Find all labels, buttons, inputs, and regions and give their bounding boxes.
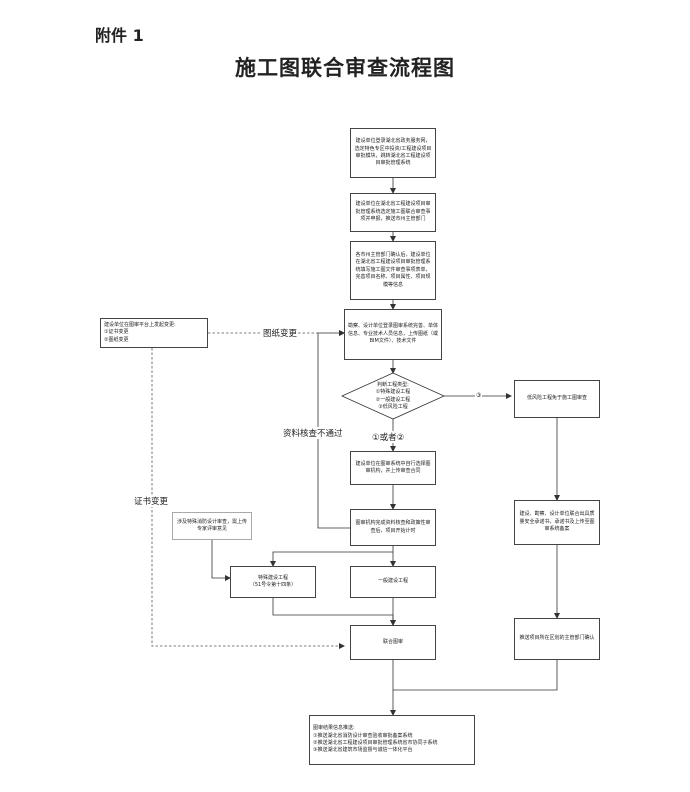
edge-expert-special xyxy=(211,540,231,581)
label-drawing-change: 图纸变更 xyxy=(262,327,299,339)
step-start-timing: 图审机构完成资料核查和政策性审查后，项目开始计时 xyxy=(350,509,436,546)
edge-special-joint xyxy=(272,598,396,626)
step-upload-drawings: 勘察、设计单位登录图审系统完善、单体信息、专业技术人员信息，上传图纸（或BIM文… xyxy=(344,309,442,360)
node-change-request: 建设单位在图审平台上发起变更: ①证书变更 ②图纸变更 xyxy=(100,318,208,348)
node-special-project: 特殊建设工程 （51号令第十四条） xyxy=(230,566,316,598)
step-fill-form: 各市州主管部门确认后，建设单位在湖北省工程建设项目审批管理系统填写施工图文件审查… xyxy=(350,241,436,300)
step-select-agency: 建设单位在图审系统中自行选择图审机构，并上传审查合同 xyxy=(350,451,436,485)
label-three: ③ xyxy=(475,392,483,399)
decision-diamond xyxy=(341,372,445,420)
node-joint-review: 联合图审 xyxy=(350,625,436,660)
annex-label: 附件 1 xyxy=(95,26,144,45)
label-cert-change: 证书变更 xyxy=(133,495,170,507)
edge-n6-special xyxy=(270,546,394,567)
edge-cert-change xyxy=(151,348,345,649)
node-result-push: 图审结果信息推送: ①推送湖北省消防设计审查验收审批备案系统 ②推送湖北省工程建… xyxy=(309,715,475,765)
step-login-portal: 建设单位登录湖北省政务服务网，选定特色专区中投资/工程建设项目审批模块，跳转湖北… xyxy=(350,128,436,178)
node-low-risk-confirm: 推送项目所在区划的主管部门确认 xyxy=(514,618,600,660)
decision-text: 判断工程类型: ①特殊建设工程 ②一般建设工程 ③低风险工程 xyxy=(375,382,411,411)
page-title: 施工图联合审查流程图 xyxy=(235,55,455,80)
step-select-joint-review: 建设单位在湖北省工程建设项目审批管理系统选定施工图联合审查事项并申报，推送市州主… xyxy=(350,193,436,232)
node-expert-opinion: 涉及特殊消防设计审查，需上传专家评审意见 xyxy=(172,512,252,540)
label-review-fail: 资料核查不通过 xyxy=(282,427,344,439)
label-or-1-2: ①或者② xyxy=(371,431,406,443)
edge-lowrisk3-result xyxy=(393,660,558,691)
node-general-project: 一般建设工程 xyxy=(350,566,436,598)
node-low-risk: 低风险工程免于施工图审查 xyxy=(514,380,600,418)
node-low-risk-commitment: 建设、勘察、设计单位联合出具质量安全承诺书，承诺书及上传至图审系统备案 xyxy=(514,500,600,545)
